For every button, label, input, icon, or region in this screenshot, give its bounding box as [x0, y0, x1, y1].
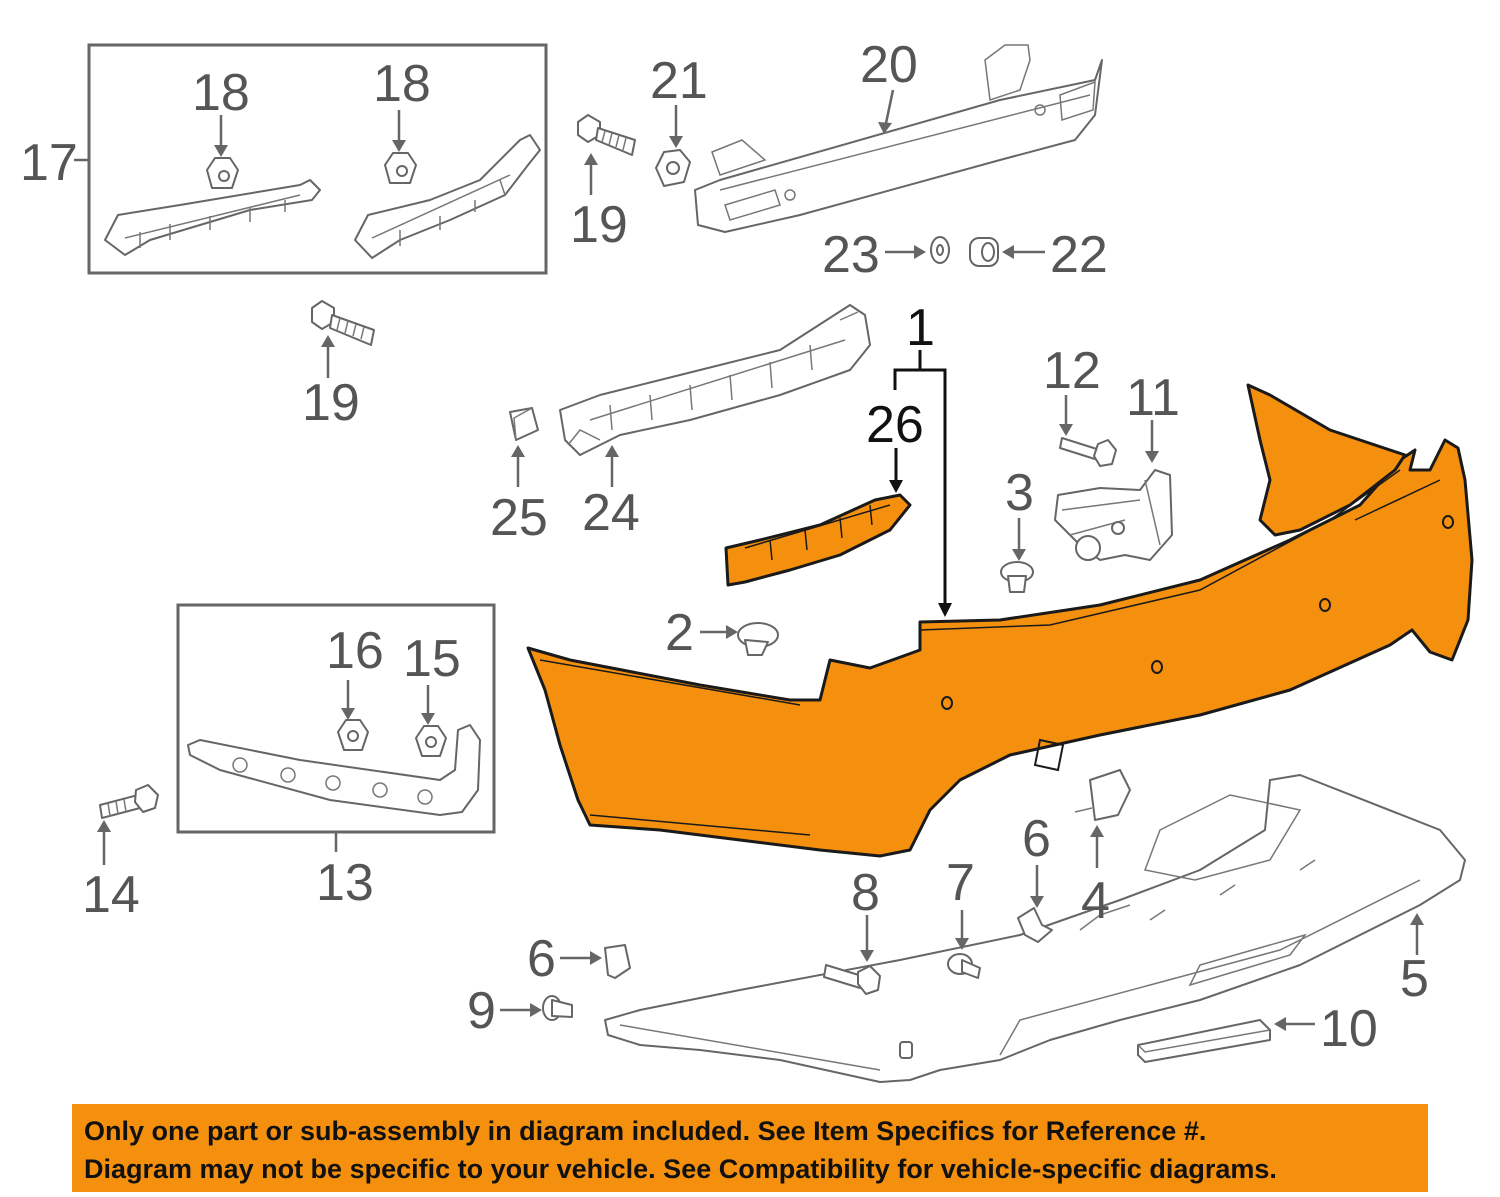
- clip-icon-25: [509, 407, 539, 441]
- callout-14: 14: [82, 866, 140, 924]
- impact-bar-20: [694, 44, 1103, 233]
- washer-hole-23: [936, 244, 944, 256]
- arrow-18a: [214, 145, 228, 157]
- sensor-hole-b: [1151, 660, 1163, 674]
- push-pin-icon-9: [542, 995, 573, 1021]
- callout-21: 21: [650, 52, 708, 110]
- nut-icon-16: [337, 719, 369, 751]
- nut-icon-21: [655, 149, 691, 187]
- callout-4: 4: [1081, 872, 1110, 930]
- lamp-assembly-11: [1054, 469, 1173, 561]
- push-pin-icon-3: [1000, 561, 1034, 593]
- lower-valance-5: [604, 774, 1466, 1083]
- nut-icon-22: [969, 237, 999, 267]
- arrow-9: [530, 1003, 542, 1017]
- arrow-2: [726, 625, 738, 639]
- callout-8: 8: [851, 864, 880, 922]
- disclaimer-line-2: Diagram may not be specific to your vehi…: [84, 1154, 1277, 1184]
- callout-6b: 6: [527, 930, 556, 988]
- callout-18b: 18: [373, 55, 431, 113]
- callout-2: 2: [665, 604, 694, 662]
- callout-5: 5: [1400, 950, 1429, 1008]
- bolt-icon-12: [1059, 437, 1117, 467]
- arrow-15: [421, 713, 435, 725]
- sensor-hole-a: [941, 696, 953, 710]
- disclaimer-banner: Only one part or sub-assembly in diagram…: [72, 1104, 1428, 1192]
- callout-24: 24: [582, 484, 640, 542]
- arrow-1: [938, 603, 952, 617]
- callout-3: 3: [1005, 464, 1034, 522]
- nut-icon-15: [415, 725, 447, 757]
- arrow-10: [1274, 1017, 1286, 1031]
- callout-12: 12: [1043, 342, 1101, 400]
- callout-26: 26: [866, 396, 924, 454]
- arrow-21: [669, 136, 683, 148]
- callout-19a: 19: [570, 196, 628, 254]
- arrow-6a: [1030, 896, 1044, 908]
- callout-18a: 18: [192, 64, 250, 122]
- callout-17: 17: [20, 134, 78, 192]
- arrow-19a: [584, 153, 598, 165]
- push-pin-icon-2: [737, 622, 779, 656]
- callout-9: 9: [467, 982, 496, 1040]
- callout-6a: 6: [1022, 810, 1051, 868]
- arrow-25: [511, 445, 525, 457]
- sensor-hole-d: [1442, 515, 1454, 529]
- arrow-26: [889, 480, 903, 493]
- callout-20: 20: [860, 36, 918, 94]
- clip-icon-6a: [1017, 907, 1053, 943]
- bolt-icon-14: [99, 784, 159, 819]
- arrow-24: [605, 445, 619, 457]
- bracket-left-18: [104, 179, 321, 256]
- arrow-4: [1090, 825, 1104, 837]
- callout-22: 22: [1050, 226, 1108, 284]
- arrow-20: [878, 122, 892, 134]
- arrow-6b: [590, 951, 602, 965]
- rear-bumper-cover-1-highlighted: [526, 383, 1474, 858]
- callout-10: 10: [1320, 1000, 1378, 1058]
- arrow-23: [914, 245, 926, 259]
- absorber-26-highlighted: [724, 493, 912, 587]
- tow-hook-cover-icon-4: [1074, 769, 1131, 821]
- callout-11: 11: [1126, 369, 1180, 427]
- leader-20: [883, 89, 895, 129]
- bolt-icon-19b: [311, 300, 375, 346]
- callout-13: 13: [316, 854, 374, 912]
- bracket-right-18: [354, 134, 541, 259]
- bolt-icon-8: [823, 964, 881, 995]
- energy-absorber-24: [559, 304, 871, 456]
- group-box-17: [87, 43, 548, 275]
- callout-16: 16: [326, 622, 384, 680]
- arrow-5: [1410, 913, 1424, 925]
- arrow-16: [341, 708, 355, 720]
- arrow-11: [1145, 451, 1159, 463]
- trim-strip-10: [1137, 1019, 1271, 1063]
- clip-icon-6b: [604, 944, 631, 979]
- nut-icon-18b: [384, 152, 417, 184]
- arrow-3: [1012, 549, 1026, 561]
- bolt-icon-19a: [577, 114, 636, 156]
- callout-25: 25: [490, 489, 548, 547]
- arrow-7: [955, 938, 969, 950]
- callout-7: 7: [946, 854, 975, 912]
- push-pin-icon-7: [947, 953, 981, 979]
- callout-15: 15: [403, 630, 461, 688]
- disclaimer-line-1: Only one part or sub-assembly in diagram…: [84, 1116, 1207, 1146]
- arrow-8: [860, 950, 874, 962]
- sensor-hole-c: [1319, 598, 1331, 612]
- arrow-12: [1059, 424, 1073, 436]
- arrow-22: [1002, 245, 1014, 259]
- callout-19b: 19: [302, 374, 360, 432]
- arrow-19b: [321, 335, 335, 347]
- callout-23: 23: [822, 226, 880, 284]
- callout-1: 1: [906, 299, 935, 357]
- lower-bracket-13: [187, 724, 481, 816]
- arrow-18b: [392, 140, 406, 152]
- nut-icon-18a: [206, 157, 239, 189]
- arrow-14: [97, 820, 111, 832]
